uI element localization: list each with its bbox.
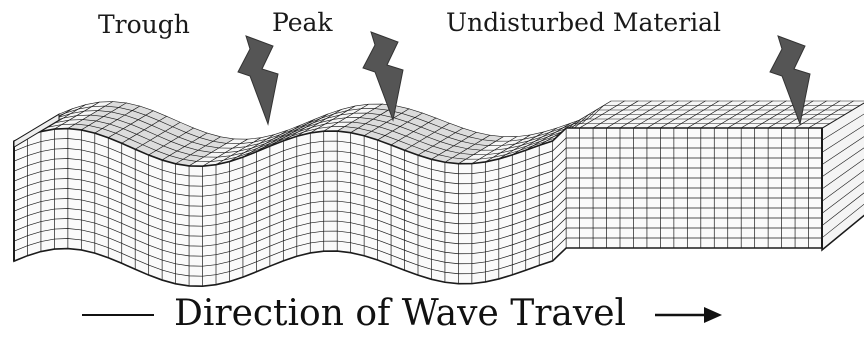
side-grid-line <box>821 181 864 214</box>
side-grid-line <box>821 203 864 239</box>
side-grid-line <box>821 147 864 178</box>
top-grid-line <box>36 114 845 154</box>
side-grid-line <box>821 136 864 165</box>
trough-label: Trough <box>98 10 190 39</box>
side-grid-line <box>821 170 864 202</box>
label-arrows <box>237 31 811 126</box>
top-grid-line <box>28 118 837 158</box>
arrow-right-icon <box>655 307 722 323</box>
direction-caption: Direction of Wave Travel <box>82 293 782 334</box>
peak-label: Peak <box>272 8 333 37</box>
top-grid-line <box>43 109 852 149</box>
direction-caption-text: Direction of Wave Travel <box>174 293 627 334</box>
block-left-cap <box>13 113 60 149</box>
undisturbed-material-label: Undisturbed Material <box>446 8 722 37</box>
side-grid-line <box>821 124 864 153</box>
undisturbed-pointer-icon <box>769 35 811 126</box>
side-grid-line <box>821 192 864 226</box>
side-grid-line <box>821 113 864 141</box>
side-grid-line <box>821 158 864 190</box>
caption-lines <box>82 307 722 323</box>
top-grid-line <box>51 105 860 145</box>
peak-pointer-icon <box>362 31 404 122</box>
trough-pointer-icon <box>237 35 279 126</box>
top-grid-line <box>21 123 830 163</box>
wave-block <box>13 100 864 288</box>
